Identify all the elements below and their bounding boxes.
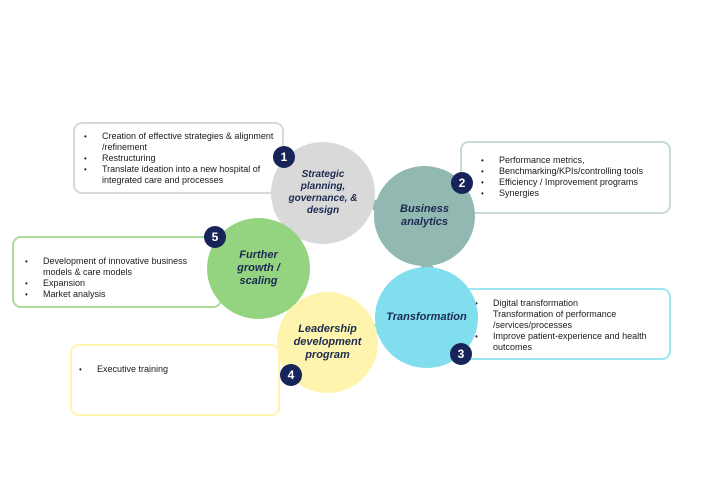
box-leadership: Executive training — [70, 344, 280, 416]
step-number-badge-2: 2 — [451, 172, 473, 194]
bullet-item: Benchmarking/KPIs/controlling tools — [478, 166, 663, 177]
bullet-item: Digital transformation — [472, 298, 663, 309]
bullet-item: Improve patient-experience and health ou… — [472, 331, 663, 353]
step-number-badge-1: 1 — [273, 146, 295, 168]
circle-title: Business analytics — [400, 203, 449, 228]
circle-further-growth: Further growth / scaling — [207, 218, 310, 319]
bullet-item: Synergies — [478, 188, 663, 199]
box-further-growth: Development of innovative business model… — [12, 236, 222, 308]
bullet-item: Restructuring — [81, 153, 276, 164]
bullet-item: Executive training — [76, 364, 272, 375]
step-number-badge-4: 4 — [280, 364, 302, 386]
bullet-item: Transformation of performance /services/… — [472, 309, 663, 331]
circle-title: Transformation — [386, 311, 467, 323]
box-business-analytics: Performance metrics, Benchmarking/KPIs/c… — [460, 141, 671, 214]
box-strategic-planning: Creation of effective strategies & align… — [73, 122, 284, 194]
circle-title: Strategic planning, governance, & design — [288, 169, 358, 216]
circle-title: Further growth / scaling — [237, 249, 280, 287]
step-number-badge-3: 3 — [450, 343, 472, 365]
bullet-item: Translate ideation into a new hospital o… — [81, 164, 276, 186]
step-number-badge-5: 5 — [204, 226, 226, 248]
bullet-item: Development of innovative business model… — [22, 256, 214, 278]
bullet-item: Performance metrics, — [478, 155, 663, 166]
bullet-item: Creation of effective strategies & align… — [81, 131, 276, 153]
bullet-item: Expansion — [22, 278, 214, 289]
bullet-item: Market analysis — [22, 289, 214, 300]
bullet-item: Efficiency / Improvement programs — [478, 177, 663, 188]
circle-title: Leadership development program — [293, 323, 362, 361]
box-transformation: Digital transformation Transformation of… — [462, 288, 671, 360]
